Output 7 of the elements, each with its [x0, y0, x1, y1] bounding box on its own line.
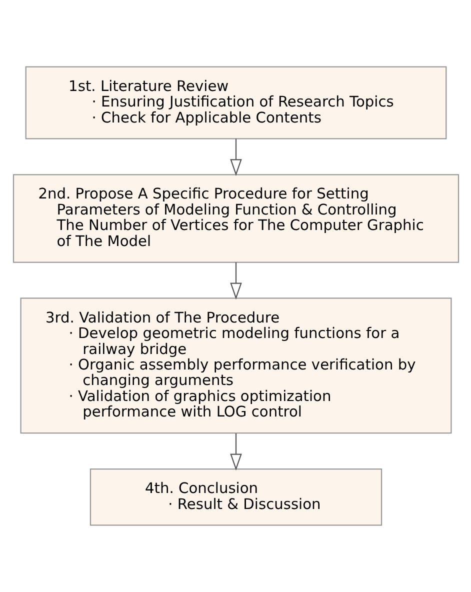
node-box: 4th. Conclusion · Result & Discussion	[89, 468, 382, 526]
arrow	[230, 262, 242, 300]
node-box: 1st. Literature Review · Ensuring Justification of Research Topics · Check for Applicable Contents	[24, 66, 446, 140]
arrow	[230, 433, 242, 471]
arrow	[230, 138, 242, 176]
node-box: 2nd. Propose A Specific Procedure for Setting Parameters of Modeling Function & Controlling The Number of Vertices for The Computer Graphic of The Model	[12, 174, 459, 263]
node-box: 3rd. Validation of The Procedure · Develop geometric modeling functions for a railway bridge · Organic assembly performance verification by changing arguments · Validation of graphics optimization performance with LOG control	[20, 298, 452, 434]
